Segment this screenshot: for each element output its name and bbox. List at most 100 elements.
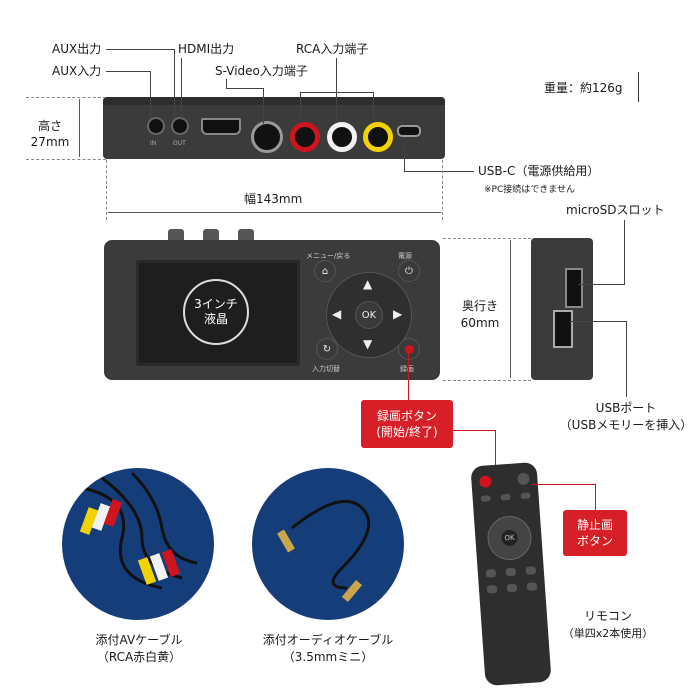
aux-out-leader-v xyxy=(174,49,175,119)
rca-leader-bar xyxy=(300,92,374,93)
arrow-down-icon[interactable]: ▼ xyxy=(363,337,373,351)
microsd-slot xyxy=(565,268,583,308)
remote-ok-button[interactable]: OK xyxy=(500,529,519,547)
width-label: 幅143mm xyxy=(244,192,303,206)
remote-row-3 xyxy=(486,582,538,594)
width-dash-left xyxy=(106,160,107,220)
power-button[interactable]: ⏻ xyxy=(398,260,420,282)
device-rear-top-edge xyxy=(103,97,445,105)
device-rear-view: IN OUT xyxy=(103,97,445,159)
aux-out-jack xyxy=(171,117,189,135)
remote-row-1 xyxy=(480,492,531,502)
power-label: 電源 xyxy=(398,252,412,260)
microsd-leader-v xyxy=(624,220,625,284)
av-cable-caption: 添付AVケーブル （RCA赤白黄） xyxy=(56,632,222,666)
record-callout-line2: (開始/終了) xyxy=(376,425,438,439)
port-label-in: IN xyxy=(150,140,157,147)
ok-button[interactable]: OK xyxy=(355,301,383,329)
lcd-screen-text-2: 液晶 xyxy=(203,312,228,326)
rca-leader-red xyxy=(300,92,301,120)
still-callout-line1: 静止画 xyxy=(576,518,613,532)
still-leader-v xyxy=(595,484,596,510)
microsd-leader-h xyxy=(578,284,625,285)
depth-dash-bottom xyxy=(443,380,531,381)
device-top-port-2 xyxy=(203,229,219,241)
remote-ok-label: OK xyxy=(504,533,515,543)
still-leader-h xyxy=(532,484,596,485)
dpad: ▲ ▼ ◀ ▶ OK xyxy=(326,272,412,358)
port-label-out: OUT xyxy=(173,140,186,147)
depth-arrow xyxy=(510,240,511,378)
input-label: 入力切替 xyxy=(312,365,340,373)
svideo-port xyxy=(251,121,283,153)
arrow-right-icon[interactable]: ▶ xyxy=(393,307,403,321)
record-button-device[interactable] xyxy=(398,338,420,360)
refresh-icon: ↻ xyxy=(322,343,332,355)
audio-cable-illustration xyxy=(277,499,371,602)
usb-leader-v xyxy=(626,321,627,397)
arrow-left-icon[interactable]: ◀ xyxy=(332,307,342,321)
record-remote-leader-h xyxy=(452,430,496,431)
rca-label: RCA入力端子 xyxy=(296,42,369,56)
height-label-line1: 高さ xyxy=(37,119,62,133)
svideo-label: S-Video入力端子 xyxy=(215,64,308,78)
usbc-label: USB-C（電源供給用） xyxy=(478,164,600,178)
device-front-view: 3インチ 液晶 メニュー/戻る 電源 入力切替 録画 ⌂ ⏻ ↻ ▲ ▼ ◀ ▶… xyxy=(104,240,440,380)
audio-cable-photo xyxy=(252,468,404,620)
aux-out-label: AUX出力 xyxy=(52,42,102,56)
av-cable-caption-line1: 添付AVケーブル xyxy=(95,633,183,647)
remote-row-2 xyxy=(485,566,537,578)
av-cable-illustration xyxy=(79,471,198,590)
aux-in-leader xyxy=(106,71,150,72)
aux-out-leader xyxy=(106,49,174,50)
usbc-note: ※PC接続はできません xyxy=(484,185,575,195)
usb-port xyxy=(553,310,573,348)
aux-in-leader-v xyxy=(150,71,151,119)
rca-yellow-jack xyxy=(363,122,393,152)
weight-box: 重量：約126g xyxy=(538,72,639,102)
input-switch-button[interactable]: ↻ xyxy=(316,338,338,360)
record-leader xyxy=(408,348,409,400)
rca-red-jack xyxy=(290,122,320,152)
svideo-leader-b xyxy=(226,88,264,89)
rca-leader-yellow xyxy=(373,92,374,120)
remote-caption: リモコン （単四x2本使用） xyxy=(548,608,668,642)
aux-in-label: AUX入力 xyxy=(52,64,102,78)
menu-button[interactable]: ⌂ xyxy=(314,260,336,282)
usb-port-label: USBポート （USBメモリーを挿入） xyxy=(546,400,700,434)
remote-power-button[interactable] xyxy=(479,475,492,488)
rec-label: 録画 xyxy=(400,365,414,373)
height-label: 高さ 27mm xyxy=(22,118,78,150)
height-dash-top xyxy=(26,97,106,98)
height-dash-bottom xyxy=(26,159,106,160)
remote-still-button[interactable] xyxy=(516,472,530,486)
av-cable-photo xyxy=(62,468,214,620)
record-remote-leader-v xyxy=(495,430,496,472)
home-icon: ⌂ xyxy=(321,265,329,277)
usb-leader-h xyxy=(570,321,626,322)
remote-caption-line2: （単四x2本使用） xyxy=(562,627,654,640)
ok-label: OK xyxy=(361,309,377,321)
power-icon: ⏻ xyxy=(405,265,413,277)
remote-caption-line1: リモコン xyxy=(583,609,632,623)
remote-dpad: OK xyxy=(486,514,533,562)
arrow-up-icon[interactable]: ▲ xyxy=(363,277,373,291)
usbc-leader-h xyxy=(404,171,474,172)
rca-white-jack xyxy=(327,122,357,152)
hdmi-port xyxy=(201,118,241,135)
height-arrow xyxy=(79,99,80,157)
rca-leader-white xyxy=(336,92,337,120)
usbc-leader-v xyxy=(404,145,405,171)
width-arrow xyxy=(108,212,441,213)
menu-label: メニュー/戻る xyxy=(306,252,351,260)
svideo-leader-c xyxy=(263,88,264,124)
lcd-screen: 3インチ 液晶 xyxy=(136,260,300,366)
aux-in-jack xyxy=(147,117,165,135)
svideo-leader-a xyxy=(226,79,227,89)
still-callout: 静止画 ボタン xyxy=(563,510,627,556)
record-callout-line1: 録画ボタン xyxy=(376,409,437,423)
audio-cable-caption-line2: （3.5mmミニ） xyxy=(282,650,374,664)
device-top-port-1 xyxy=(168,229,184,241)
usb-port-label-line2: （USBメモリーを挿入） xyxy=(559,418,693,432)
depth-label-line2: 60mm xyxy=(460,316,500,330)
